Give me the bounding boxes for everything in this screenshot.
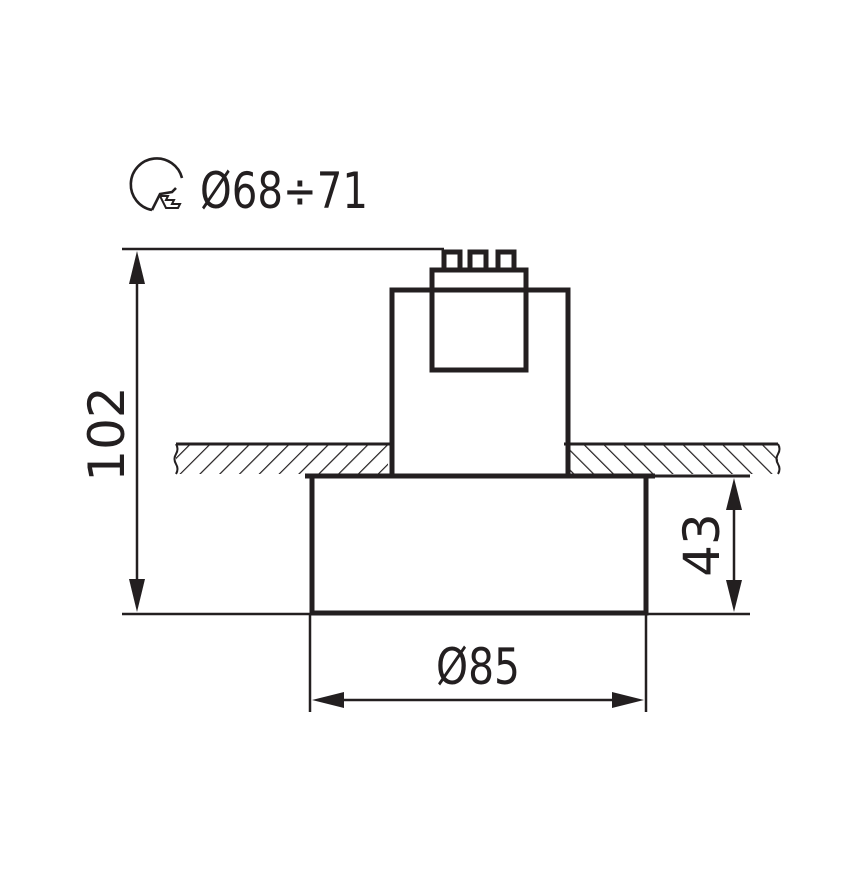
visible-height-label: 43 xyxy=(673,513,731,577)
outer-trim-body xyxy=(309,473,649,616)
ceiling-panel-left xyxy=(173,442,392,475)
total-height-label: 102 xyxy=(78,386,136,481)
socket-pins xyxy=(441,249,517,273)
extension-lines xyxy=(122,247,750,712)
lamp-socket xyxy=(429,267,529,373)
cutout-diameter-label: Ø68÷71 xyxy=(200,162,368,220)
dimension-visible-height: 43 xyxy=(673,478,742,612)
cutout-saw-icon xyxy=(129,157,184,212)
dimension-outer-diameter: Ø85 xyxy=(312,638,644,708)
outer-diameter-label: Ø85 xyxy=(436,638,520,696)
dimension-total-height: 102 xyxy=(78,251,145,612)
ceiling-panel-right xyxy=(564,442,781,478)
